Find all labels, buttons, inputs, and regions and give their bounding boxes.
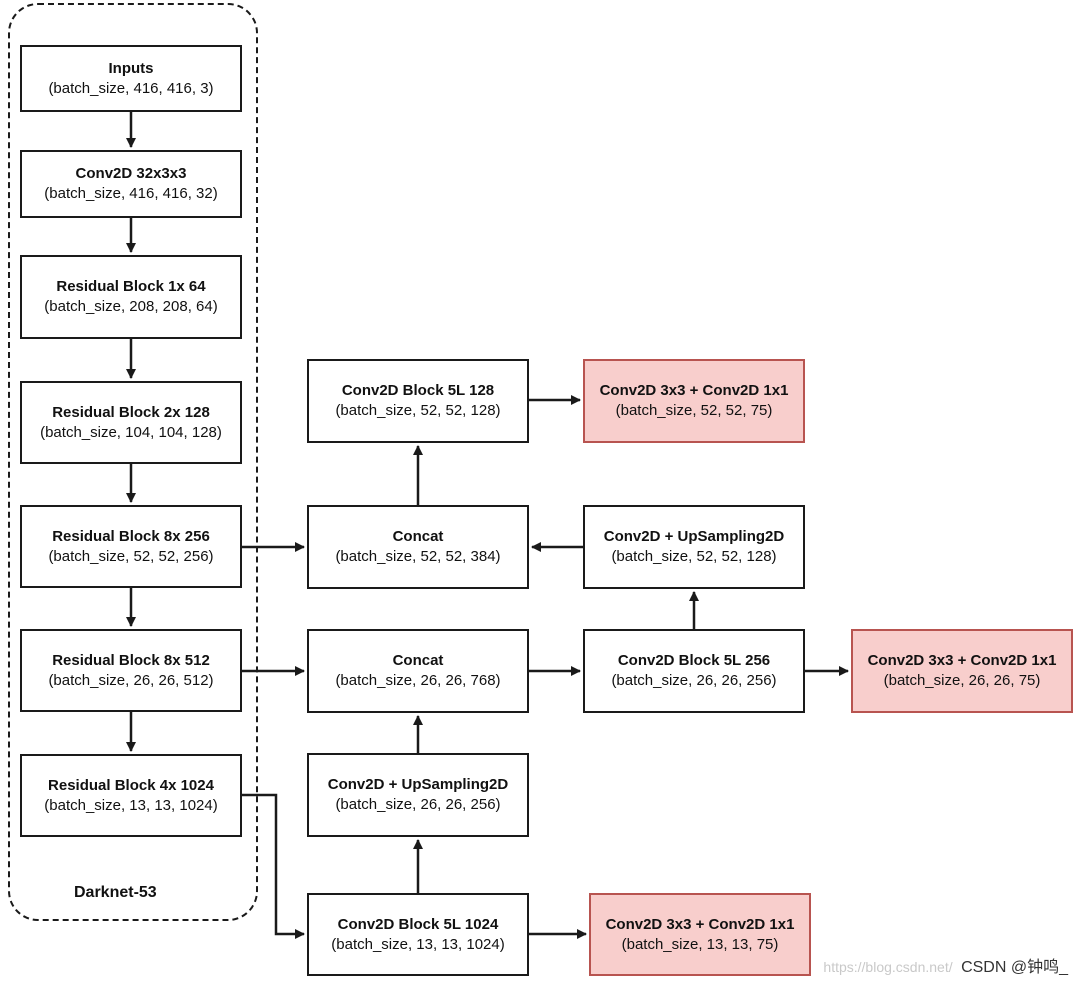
node-title: Residual Block 4x 1024 [48, 776, 214, 794]
node-shape: (batch_size, 26, 26, 768) [335, 672, 501, 689]
node-shape: (batch_size, 52, 52, 384) [335, 548, 501, 565]
node-title: Conv2D 3x3 + Conv2D 1x1 [605, 915, 795, 933]
conv2d-block-5l-128-node: Conv2D Block 5L 128 (batch_size, 52, 52,… [307, 359, 529, 443]
node-shape: (batch_size, 416, 416, 3) [48, 79, 214, 97]
node-shape: (batch_size, 26, 26, 256) [611, 672, 777, 689]
conv2d-upsampling-256-node: Conv2D + UpSampling2D (batch_size, 26, 2… [307, 753, 529, 837]
watermark: https://blog.csdn.net/ CSDN @钟鸣_ [823, 953, 1068, 977]
node-shape: (batch_size, 52, 52, 128) [611, 548, 777, 565]
node-title: Residual Block 8x 512 [52, 651, 210, 669]
node-title: Residual Block 2x 128 [52, 403, 210, 421]
node-title: Conv2D 3x3 + Conv2D 1x1 [599, 382, 789, 399]
node-title: Conv2D + UpSampling2D [603, 528, 785, 545]
residual-block-1x-node: Residual Block 1x 64 (batch_size, 208, 2… [20, 255, 242, 339]
conv2d-block-5l-1024-node: Conv2D Block 5L 1024 (batch_size, 13, 13… [307, 893, 529, 976]
darknet-53-label: Darknet-53 [74, 884, 157, 901]
node-title: Concat [392, 528, 444, 545]
concat-768-node: Concat (batch_size, 26, 26, 768) [307, 629, 529, 713]
node-shape: (batch_size, 52, 52, 75) [615, 402, 773, 419]
arrow-res4-to-convblock1024 [242, 793, 305, 939]
inputs-node: Inputs (batch_size, 416, 416, 3) [20, 45, 242, 112]
watermark-text: CSDN @钟鸣_ [961, 959, 1068, 976]
output-26-node: Conv2D 3x3 + Conv2D 1x1 (batch_size, 26,… [851, 629, 1073, 713]
watermark-url: https://blog.csdn.net/ [823, 959, 953, 975]
node-title: Inputs [108, 59, 154, 77]
concat-384-node: Concat (batch_size, 52, 52, 384) [307, 505, 529, 589]
residual-block-2x-node: Residual Block 2x 128 (batch_size, 104, … [20, 381, 242, 464]
node-title: Conv2D 3x3 + Conv2D 1x1 [867, 652, 1057, 669]
conv2d-upsampling-128-node: Conv2D + UpSampling2D (batch_size, 52, 5… [583, 505, 805, 589]
residual-block-8x-256-node: Residual Block 8x 256 (batch_size, 52, 5… [20, 505, 242, 588]
darknet-53-group [8, 3, 258, 921]
node-title: Concat [392, 652, 444, 669]
output-52-node: Conv2D 3x3 + Conv2D 1x1 (batch_size, 52,… [583, 359, 805, 443]
output-13-node: Conv2D 3x3 + Conv2D 1x1 (batch_size, 13,… [589, 893, 811, 976]
conv2d-32-node: Conv2D 32x3x3 (batch_size, 416, 416, 32) [20, 150, 242, 218]
node-title: Residual Block 8x 256 [52, 527, 210, 545]
conv2d-block-5l-256-node: Conv2D Block 5L 256 (batch_size, 26, 26,… [583, 629, 805, 713]
node-title: Conv2D 32x3x3 [75, 165, 187, 182]
node-title: Conv2D Block 5L 256 [617, 652, 771, 669]
node-shape: (batch_size, 104, 104, 128) [40, 423, 222, 441]
node-shape: (batch_size, 13, 13, 1024) [44, 796, 218, 814]
node-shape: (batch_size, 13, 13, 1024) [331, 935, 505, 953]
node-title: Residual Block 1x 64 [56, 278, 206, 295]
node-shape: (batch_size, 208, 208, 64) [44, 298, 218, 315]
node-shape: (batch_size, 13, 13, 75) [621, 935, 779, 953]
node-title: Conv2D Block 5L 128 [341, 382, 495, 399]
node-shape: (batch_size, 52, 52, 256) [48, 547, 214, 565]
residual-block-4x-node: Residual Block 4x 1024 (batch_size, 13, … [20, 754, 242, 837]
residual-block-8x-512-node: Residual Block 8x 512 (batch_size, 26, 2… [20, 629, 242, 712]
node-shape: (batch_size, 26, 26, 75) [883, 672, 1041, 689]
node-shape: (batch_size, 26, 26, 256) [335, 796, 501, 813]
node-shape: (batch_size, 26, 26, 512) [48, 671, 214, 689]
node-shape: (batch_size, 416, 416, 32) [44, 185, 218, 202]
node-title: Conv2D Block 5L 1024 [337, 915, 499, 933]
node-shape: (batch_size, 52, 52, 128) [335, 402, 501, 419]
node-title: Conv2D + UpSampling2D [327, 776, 509, 793]
